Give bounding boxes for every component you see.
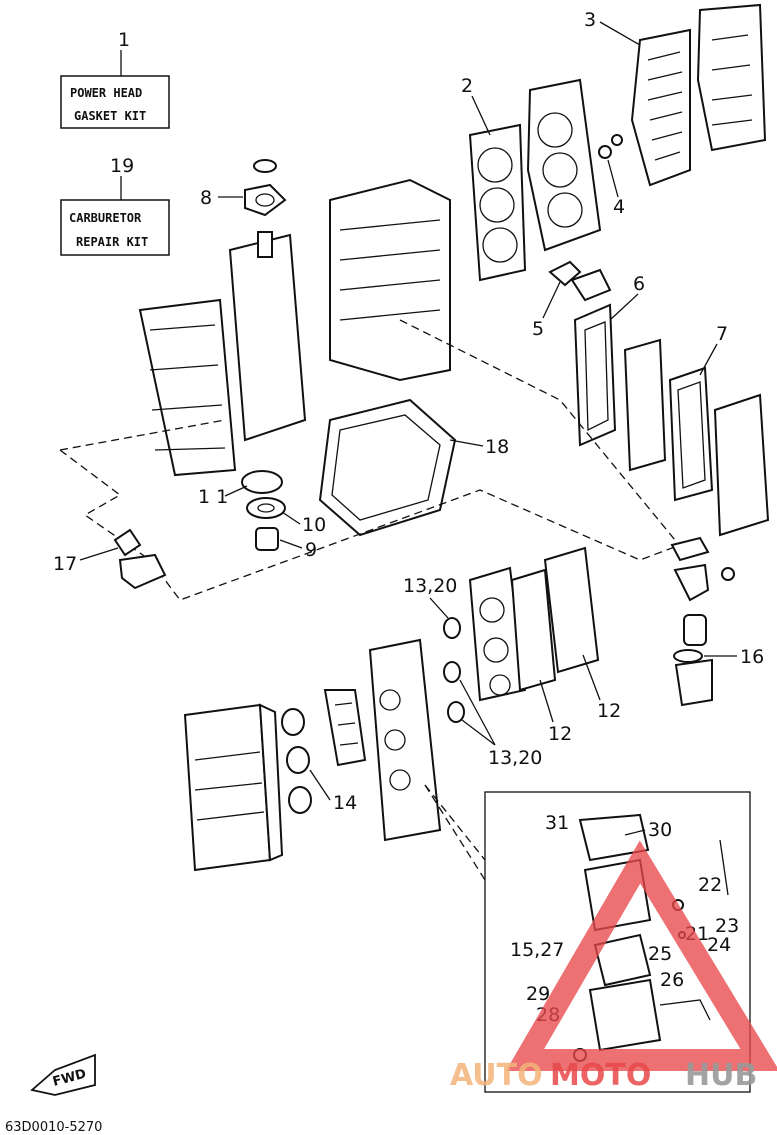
watermark-auto: AUTO	[450, 1058, 543, 1093]
carburetor-body	[368, 638, 442, 842]
water-pump-parts	[670, 536, 735, 707]
thermostat-cover	[548, 260, 612, 302]
callout-29: 29	[526, 983, 550, 1005]
callout-2: 2	[461, 75, 473, 97]
callout-6: 6	[633, 273, 645, 295]
fwd-arrow-icon: FWD	[30, 1053, 96, 1096]
carburetor-line2: REPAIR KIT	[76, 235, 148, 249]
callout-15-27: 15,27	[510, 939, 564, 961]
callout-25: 25	[648, 943, 672, 965]
outer-exhaust-cover	[668, 366, 770, 537]
callout-17: 17	[53, 553, 77, 575]
callout-7: 7	[716, 323, 728, 345]
callout-30: 30	[648, 819, 672, 841]
power-head-block	[138, 178, 451, 477]
callout-13-20-top: 13,20	[403, 575, 457, 597]
callout-12a: 12	[597, 700, 621, 722]
watermark-moto: MOTO	[550, 1058, 651, 1093]
callout-12b: 12	[548, 723, 572, 745]
automotohub-watermark: AUTO MOTO HUB	[450, 840, 777, 1093]
callout-26: 26	[660, 969, 684, 991]
intake-manifold-gaskets	[468, 546, 600, 702]
callout-9: 9	[305, 539, 317, 561]
watermark-hub: HUB	[685, 1058, 757, 1093]
callout-10: 10	[302, 514, 326, 536]
callout-4: 4	[613, 196, 625, 218]
callout-1: 1	[118, 29, 130, 51]
power-head-line2: GASKET KIT	[74, 109, 146, 123]
callout-8: 8	[200, 187, 212, 209]
callout-18: 18	[485, 436, 509, 458]
power-head-line1: POWER HEAD	[70, 86, 142, 100]
bracket-17	[113, 528, 167, 590]
callout-19: 19	[110, 155, 134, 177]
carburetor-repair-kit-label: 19 CARBURETOR REPAIR KIT	[60, 155, 170, 256]
upper-casing	[318, 398, 457, 537]
callout-22: 22	[698, 874, 722, 896]
callout-5: 5	[532, 318, 544, 340]
callout-24: 24	[707, 934, 731, 956]
diagram-code: 63D0010-5270	[5, 1120, 102, 1135]
exhaust-cover-gasket	[630, 3, 767, 187]
callout-16: 16	[740, 646, 764, 668]
exhaust-manifold-gasket	[573, 303, 667, 472]
callout-11: 1 1	[198, 486, 228, 508]
callout-14: 14	[333, 792, 357, 814]
cylinder-head-gasket	[468, 78, 602, 282]
carburetor-line1: CARBURETOR	[69, 211, 142, 225]
power-head-gasket-kit-label: 1 POWER HEAD GASKET KIT	[60, 29, 170, 129]
oil-seal-housing	[244, 159, 287, 217]
callout-3: 3	[584, 9, 596, 31]
intake-silencer	[183, 703, 284, 872]
callout-13-20-bottom: 13,20	[488, 747, 542, 769]
callout-31: 31	[545, 812, 569, 834]
callout-23: 23	[715, 915, 739, 937]
